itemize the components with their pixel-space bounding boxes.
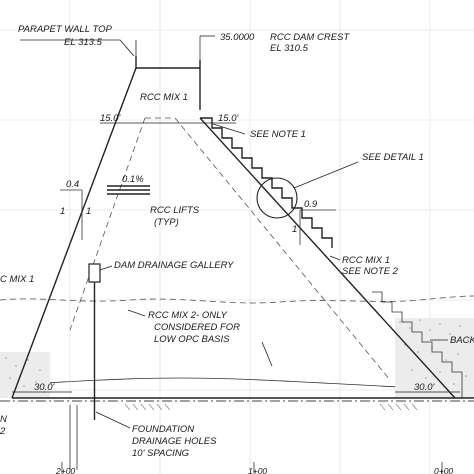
rcc-mix-2-considered-label: CONSIDERED FOR [154,322,240,333]
crest-title-label: RCC DAM CREST [270,32,350,43]
slope-triangle-upstream [60,189,83,240]
rcc-lifts-label: RCC LIFTS [150,205,200,216]
station-ticks [61,462,443,474]
left-edge-2-label: 2 [0,426,6,437]
crest-elevation-label: EL 310.5 [270,43,309,54]
rcc-mix-2-basis-label: LOW OPC BASIS [154,334,230,345]
station-label-left: 2+00 [55,466,75,474]
station-label-center: 1+00 [248,466,267,474]
left-edge-n-label: N [0,414,7,425]
hole-spacing-label: 10' SPACING [132,448,189,459]
downstream-slope-horizontal: 0.9 [304,199,318,210]
left-slope-one-label: 1 [60,206,65,217]
drainage-gallery [88,263,101,420]
rcc-lifts-typ-label: (TYP) [154,217,179,228]
downstream-base-offset-label: 30.0' [414,382,435,393]
see-note-1-label: SEE NOTE 1 [250,129,306,140]
dimension-lines [12,35,460,393]
rcc-mix-1-left-label: C MIX 1 [0,274,34,285]
downstream-slope-vertical: 1 [292,224,297,235]
drainage-holes-label: DRAINAGE HOLES [132,436,217,447]
upstream-offset-label: 15.0' [100,113,121,124]
backfill-stipple-right [395,318,474,398]
downstream-offset-label: 15.0' [218,113,239,124]
callout-leaders [20,39,448,429]
rcc-mix-1-top-label: RCC MIX 1 [140,92,188,103]
parapet-wall-top-label: PARAPET WALL TOP [18,24,112,35]
station-label-right: 0+00 [434,466,453,474]
rcc-mix-2-label: RCC MIX 2- ONLY [148,310,227,321]
detail-callout-circle [256,177,298,219]
upstream-slope-horizontal: 0.4 [66,179,79,190]
lift-slope-percent-label: 0.1% [122,174,144,185]
parapet-elevation-label: EL 313.5 [64,37,103,48]
foundation-label: FOUNDATION [132,424,194,435]
rcc-mix-1-right-label: RCC MIX 1 [342,255,390,266]
backfill-stipple-left [0,352,50,398]
backfill-label: BACK [450,335,474,346]
see-detail-1-label: SEE DETAIL 1 [362,152,424,163]
slope-triangle-downstream [299,209,336,245]
see-note-2-label: SEE NOTE 2 [342,266,399,277]
mix-boundary-line [0,295,474,304]
foundation-drain-holes [69,405,78,470]
upstream-base-offset-label: 30.0' [34,382,55,393]
crest-width-label: 35.0000 [220,32,255,43]
rcc-mix-boundary [69,117,391,381]
upstream-slope-vertical: 1 [86,206,91,217]
dam-drainage-gallery-label: DAM DRAINAGE GALLERY [114,260,234,271]
rcc-lifts-symbol [107,185,150,195]
foundation-hatch [124,403,418,411]
